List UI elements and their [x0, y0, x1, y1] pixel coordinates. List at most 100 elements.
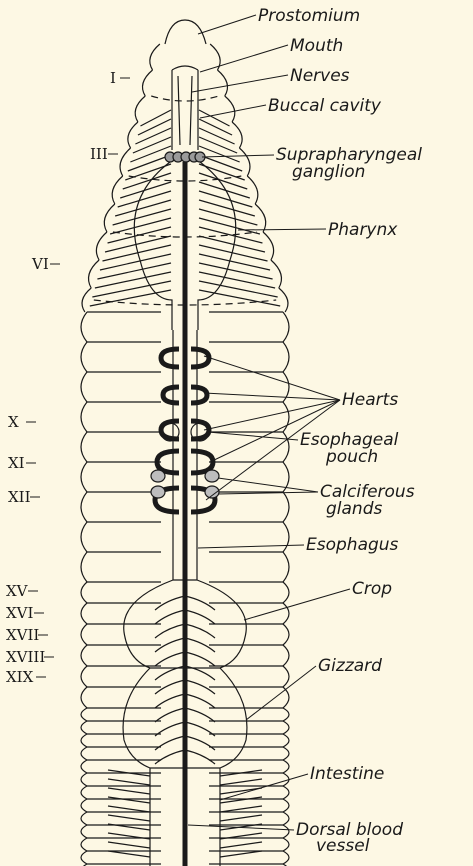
segment-label-XVIII: XVIII	[6, 650, 45, 665]
septal-muscle-line	[130, 146, 171, 162]
label-leader-line	[218, 478, 318, 492]
segment-left-bulge	[81, 799, 87, 812]
segment-right-bulge	[283, 747, 289, 760]
label-dorsal-blood-vessel: Dorsal blood vessel	[296, 822, 403, 853]
segment-left-bulge	[81, 825, 87, 838]
segment-right-bulge	[283, 582, 289, 603]
segment-left-bulge	[81, 747, 87, 760]
septal-muscle-line	[199, 128, 235, 144]
segment-left-bulge	[81, 312, 87, 342]
label-leader-line	[204, 393, 340, 400]
label-leader-line	[220, 774, 308, 800]
segment-right-bulge	[283, 666, 289, 687]
segment-left-bulge	[81, 645, 87, 666]
heart-left	[163, 387, 179, 403]
segment-right-bulge	[283, 838, 289, 851]
label-buccal-cavity: Buccal cavity	[268, 98, 381, 115]
body-wall-left	[120, 148, 131, 176]
body-wall-right	[217, 70, 227, 96]
segment-left-bulge	[81, 721, 87, 734]
heart-left	[161, 349, 179, 367]
segment-boundary-dashed	[151, 96, 219, 101]
segment-right-bulge	[283, 432, 289, 462]
segment-right-bulge	[283, 312, 289, 342]
label-leader-line	[204, 356, 340, 400]
septal-muscle-line	[92, 281, 171, 297]
segment-right-bulge	[283, 825, 289, 838]
septal-muscle-line	[97, 263, 171, 279]
intestine-septum-right	[220, 779, 262, 785]
septal-muscle-line	[199, 209, 257, 225]
segment-left-bulge	[81, 687, 87, 708]
body-wall-left	[150, 44, 160, 70]
prostomium-outline	[165, 20, 206, 44]
body-wall-right	[271, 260, 282, 288]
segment-left-bulge	[81, 786, 87, 799]
body-wall-right	[239, 148, 250, 176]
segment-left-bulge	[81, 624, 87, 645]
segment-right-bulge	[283, 786, 289, 799]
septal-muscle-line	[199, 119, 232, 135]
label-leader-line	[188, 825, 294, 830]
segment-left-bulge	[81, 838, 87, 851]
septal-muscle-line	[135, 128, 171, 144]
segment-right-bulge	[283, 522, 289, 552]
septal-muscle-line	[199, 281, 278, 297]
segment-right-bulge	[283, 812, 289, 825]
label-pouch-line2: pouch	[300, 449, 398, 466]
label-hearts: Hearts	[342, 392, 398, 409]
segment-left-bulge	[81, 603, 87, 624]
body-wall-left	[142, 70, 152, 96]
segment-left-bulge	[81, 812, 87, 825]
segment-label-XI: XI	[8, 456, 25, 471]
buccal-cavity	[172, 66, 198, 150]
septal-muscle-line	[199, 218, 260, 234]
segment-label-XII: XII	[8, 490, 31, 505]
nerve-strands	[178, 76, 192, 145]
segment-label-XVII: XVII	[6, 628, 39, 643]
segment-right-bulge	[283, 603, 289, 624]
intestine-septum-left	[108, 842, 150, 848]
intestine-septum-right	[220, 806, 262, 812]
calciferous-gland-left	[151, 486, 165, 498]
septal-muscle-line	[199, 146, 240, 162]
septal-muscle-line	[113, 209, 171, 225]
label-prostomium: Prostomium	[258, 8, 360, 25]
label-crop: Crop	[352, 581, 392, 598]
label-esophagus: Esophagus	[306, 537, 398, 554]
intestine-septum-left	[108, 815, 150, 821]
segment-label-III: III	[90, 147, 108, 162]
septal-muscle-line	[199, 236, 265, 252]
segment-label-VI: VI	[32, 257, 49, 272]
intestine-septum-left	[108, 806, 150, 812]
segment-left-bulge	[81, 522, 87, 552]
calciferous-gland-left	[151, 470, 165, 482]
septal-muscle-line	[105, 236, 171, 252]
septal-muscle-line	[95, 272, 171, 288]
septal-muscle-line	[118, 191, 171, 207]
segment-right-bulge	[283, 402, 289, 432]
segment-left-bulge	[81, 773, 87, 786]
label-leader-line	[246, 666, 316, 720]
septal-muscle-line	[133, 137, 171, 153]
septal-muscle-line	[199, 263, 273, 279]
body-wall-right	[263, 232, 274, 260]
septal-muscle-line	[199, 254, 270, 270]
segment-right-bulge	[283, 552, 289, 582]
label-leader-line	[198, 545, 304, 548]
segment-left-bulge	[81, 552, 87, 582]
segment-left-bulge	[81, 372, 87, 402]
label-calciferous-glands: Calciferous glands	[320, 484, 415, 518]
septal-muscle-line	[140, 110, 171, 126]
septal-muscle-line	[110, 218, 171, 234]
heart-right	[191, 387, 207, 403]
septal-muscle-line	[199, 191, 252, 207]
segment-left-bulge	[81, 582, 87, 603]
calciferous-gland-right	[205, 470, 219, 482]
label-esophageal-pouch: Esophageal pouch	[300, 432, 398, 466]
body-wall-left	[104, 204, 115, 232]
label-suprapharyngeal-ganglion: Suprapharyngeal ganglion	[276, 147, 422, 181]
segment-left-bulge	[81, 708, 87, 721]
